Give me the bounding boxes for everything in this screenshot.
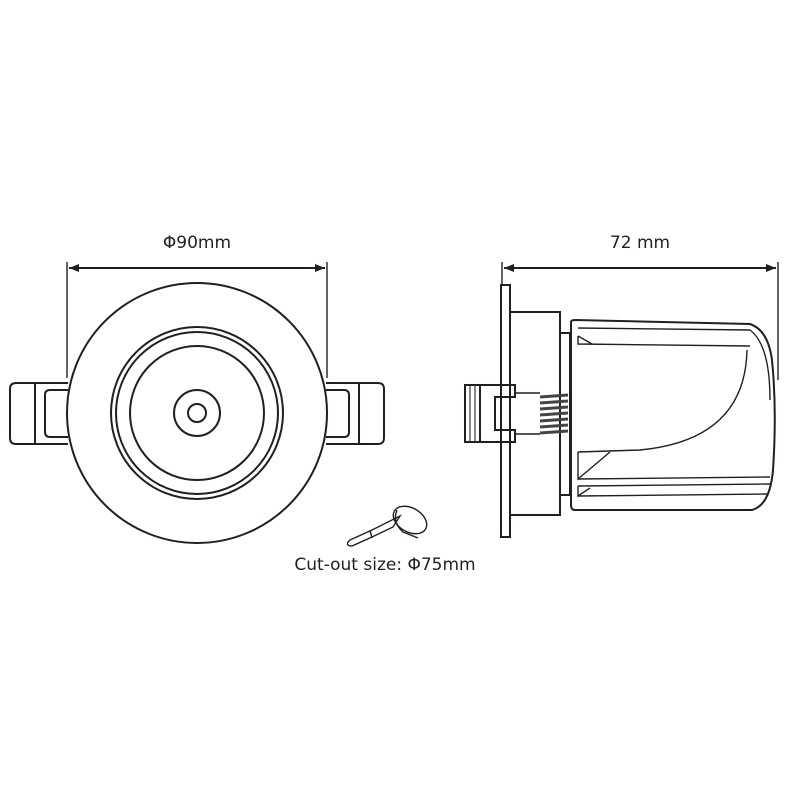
spring-wires: [539, 393, 569, 435]
reflector: [129, 345, 265, 481]
bezel-ring-outer: [110, 326, 284, 500]
diameter-label: Φ90mm: [163, 233, 231, 253]
cutout-size-label: Cut-out size: Φ75mm: [294, 555, 475, 575]
housing-body: [570, 318, 776, 511]
bezel-ring-inner: [115, 331, 279, 495]
front-view: Φ90mm: [9, 233, 385, 544]
connector: [464, 384, 540, 443]
led-chip: [187, 403, 207, 423]
side-view: 72 mm: [464, 233, 779, 538]
bezel-outer: [66, 282, 328, 544]
lens: [173, 389, 221, 437]
spring-clip-left: [9, 382, 68, 445]
depth-label: 72 mm: [610, 233, 670, 253]
spring-clip-right: [326, 382, 385, 445]
mounting-plate: [500, 284, 511, 538]
saw-cutting-disc-icon: [346, 505, 428, 547]
